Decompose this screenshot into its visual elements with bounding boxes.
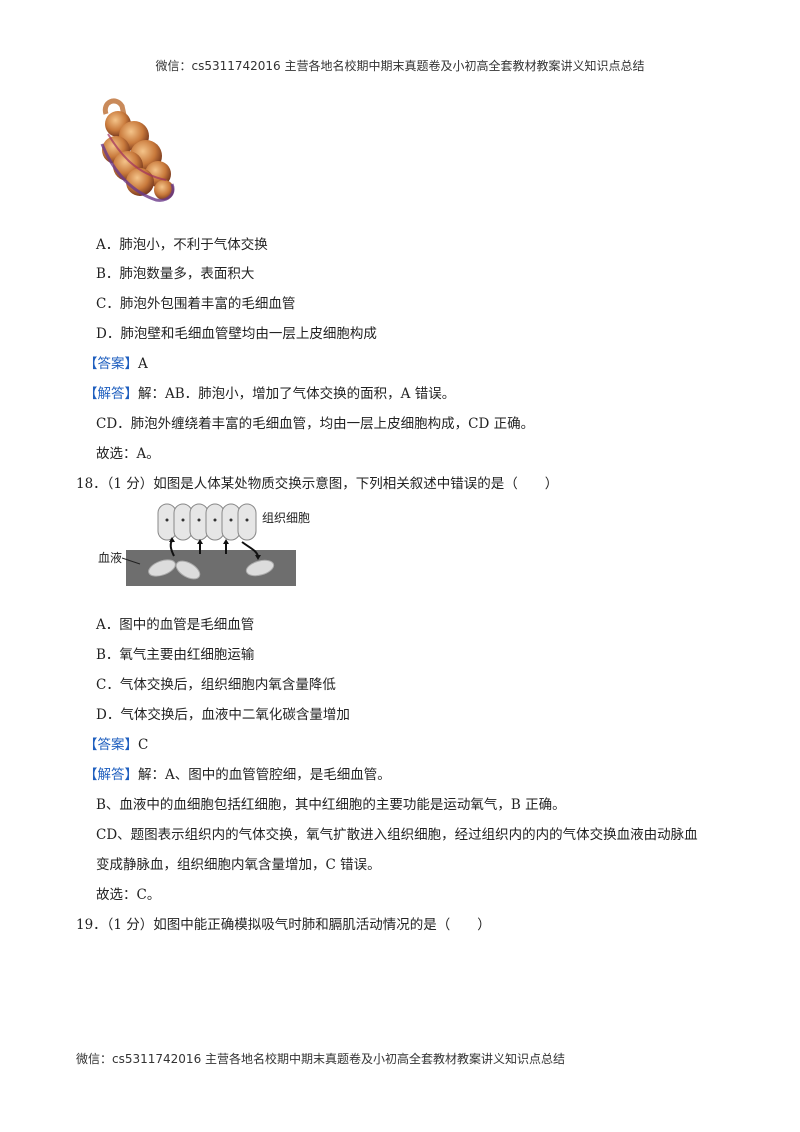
red-blood-cell [175, 560, 201, 580]
q18-option-b: B．氧气主要由红细胞运输 [96, 647, 255, 663]
tissue-cell [189, 503, 209, 541]
q18-option-d: D．气体交换后，血液中二氧化碳含量增加 [96, 707, 350, 723]
tissue-cell-label: 组织细胞 [262, 511, 310, 525]
gas-exchange-figure: 组织细胞 血液 [98, 503, 310, 586]
q18-analysis: 【解答】解：A、图中的血管管腔细，是毛细血管。 [84, 763, 391, 783]
analysis-tag: 【解答】 [84, 767, 138, 783]
exchange-arrow [241, 541, 259, 557]
page-footer: 微信：cs5311742016 主营各地名校期中期末真题卷及小初高全套教材教案讲… [76, 1052, 566, 1066]
analysis-text: 解：AB．肺泡小，增加了气体交换的面积，A 错误。 [138, 386, 456, 402]
red-blood-cell [148, 559, 176, 577]
page-header: 微信：cs5311742016 主营各地名校期中期末真题卷及小初高全套教材教案讲… [155, 59, 645, 73]
answer-tag: 【答案】 [84, 356, 138, 372]
tissue-cell [221, 503, 241, 541]
q18-answer: 【答案】C [84, 733, 148, 753]
q18-option-c: C．气体交换后，组织细胞内氧含量降低 [96, 677, 336, 693]
tissue-cell [173, 503, 193, 541]
answer-value: A [138, 356, 148, 372]
alveoli-figure [100, 98, 175, 202]
q17-option-d: D．肺泡壁和毛细血管壁均由一层上皮细胞构成 [96, 326, 377, 342]
tissue-cell [205, 503, 225, 541]
answer-value: C [138, 737, 149, 753]
tissue-cell [157, 503, 177, 541]
q18-analysis-4: 变成静脉血，组织细胞内氧含量增加，C 错误。 [96, 857, 381, 873]
q17-analysis: 【解答】解：AB．肺泡小，增加了气体交换的面积，A 错误。 [84, 382, 455, 402]
q17-option-a: A．肺泡小，不利于气体交换 [96, 237, 268, 253]
analysis-tag: 【解答】 [84, 386, 138, 402]
q17-analysis-2: CD．肺泡外缠绕着丰富的毛细血管，均由一层上皮细胞构成，CD 正确。 [96, 416, 535, 432]
blood-label: 血液 [98, 550, 122, 565]
q18-choice: 故选：C。 [96, 887, 161, 903]
q18-option-a: A．图中的血管是毛细血管 [96, 617, 255, 633]
q17-choice: 故选：A。 [96, 446, 160, 462]
red-blood-cell [245, 559, 275, 577]
q18-analysis-3: CD、题图表示组织内的气体交换，氧气扩散进入组织细胞，经过组织内的内的气体交换血… [96, 827, 698, 843]
q18-analysis-2: B、血液中的血细胞包括红细胞，其中红细胞的主要功能是运动氧气，B 正确。 [96, 797, 566, 813]
q17-answer: 【答案】A [84, 352, 148, 372]
tissue-cell [237, 503, 257, 541]
q17-option-b: B．肺泡数量多，表面积大 [96, 266, 255, 282]
q19-stem: 19．（1 分）如图中能正确模拟吸气时肺和膈肌活动情况的是（ ） [76, 917, 491, 933]
q18-stem: 18．（1 分）如图是人体某处物质交换示意图，下列相关叙述中错误的是（ ） [76, 476, 559, 492]
analysis-text: 解：A、图中的血管管腔细，是毛细血管。 [138, 767, 391, 783]
q17-option-c: C．肺泡外包围着丰富的毛细血管 [96, 296, 296, 312]
answer-tag: 【答案】 [84, 737, 138, 753]
